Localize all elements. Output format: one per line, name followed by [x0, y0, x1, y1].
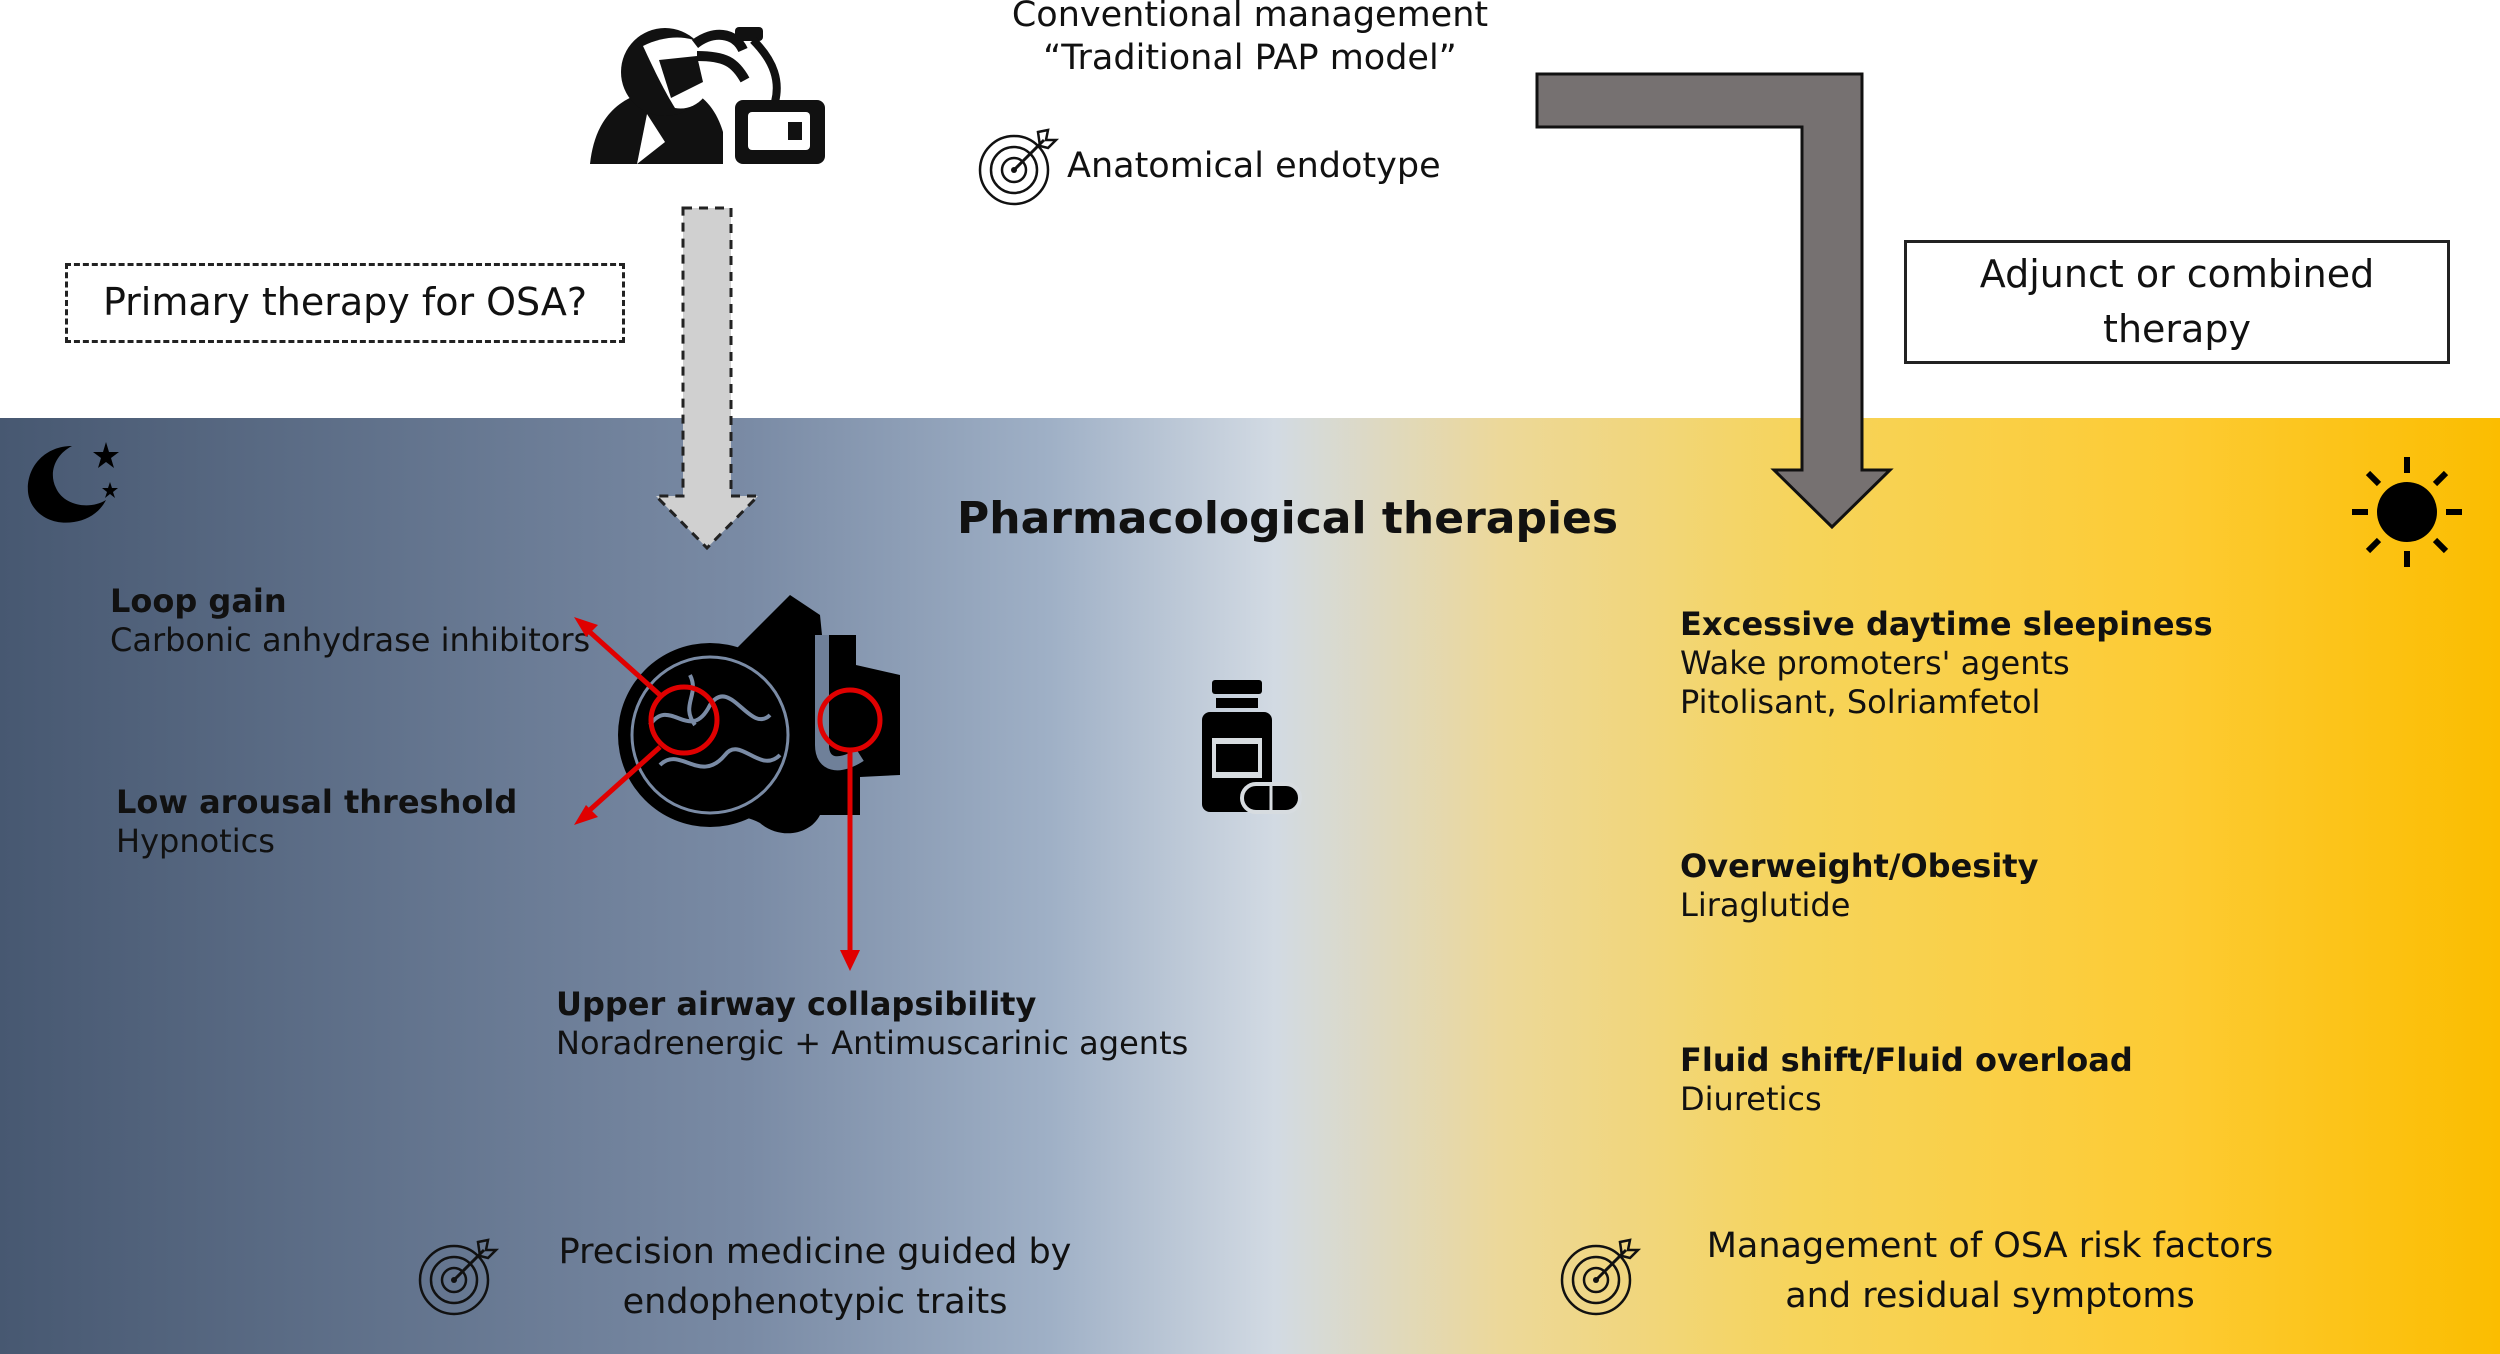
sun-icon	[2352, 457, 2462, 567]
gray-elbow-arrow	[1535, 72, 1894, 530]
moon-stars-icon	[27, 442, 119, 523]
trait-excessive-daytime-sleepiness: Excessive daytime sleepiness Wake promot…	[1680, 605, 2213, 722]
anatomical-endotype-label: Anatomical endotype	[1067, 146, 1441, 186]
pill-bottle-icon	[1202, 680, 1302, 814]
trait-fluid-shift: Fluid shift/Fluid overload Diuretics	[1680, 1041, 2133, 1119]
trait-loop-gain: Loop gain Carbonic anhydrase inhibitors	[110, 582, 591, 660]
risk-factor-management-label: Management of OSA risk factors and resid…	[1706, 1226, 2274, 1316]
trait-upper-airway-collapsibility: Upper airway collapsibility Noradrenergi…	[556, 985, 1189, 1063]
precision-medicine-label: Precision medicine guided by endophenoty…	[558, 1232, 1072, 1322]
conventional-management-label: Conventional management “Traditional PAP…	[1011, 0, 1489, 78]
target-icon	[1560, 1238, 1642, 1316]
trait-overweight-obesity: Overweight/Obesity Liraglutide	[1680, 847, 2039, 925]
adjunct-therapy-box: Adjunct or combined therapy	[1904, 240, 2450, 364]
target-icon	[978, 128, 1060, 206]
head-airway-icon	[574, 595, 900, 971]
trait-low-arousal-threshold: Low arousal threshold Hypnotics	[116, 783, 518, 861]
doctor-cpap-icon	[590, 27, 825, 164]
primary-therapy-box: Primary therapy for OSA?	[65, 263, 625, 343]
target-icon	[418, 1238, 500, 1316]
pharmacological-therapies-title: Pharmacological therapies	[957, 493, 1619, 544]
dashed-down-arrow	[652, 206, 762, 551]
pharmacology-band	[0, 418, 2500, 1354]
